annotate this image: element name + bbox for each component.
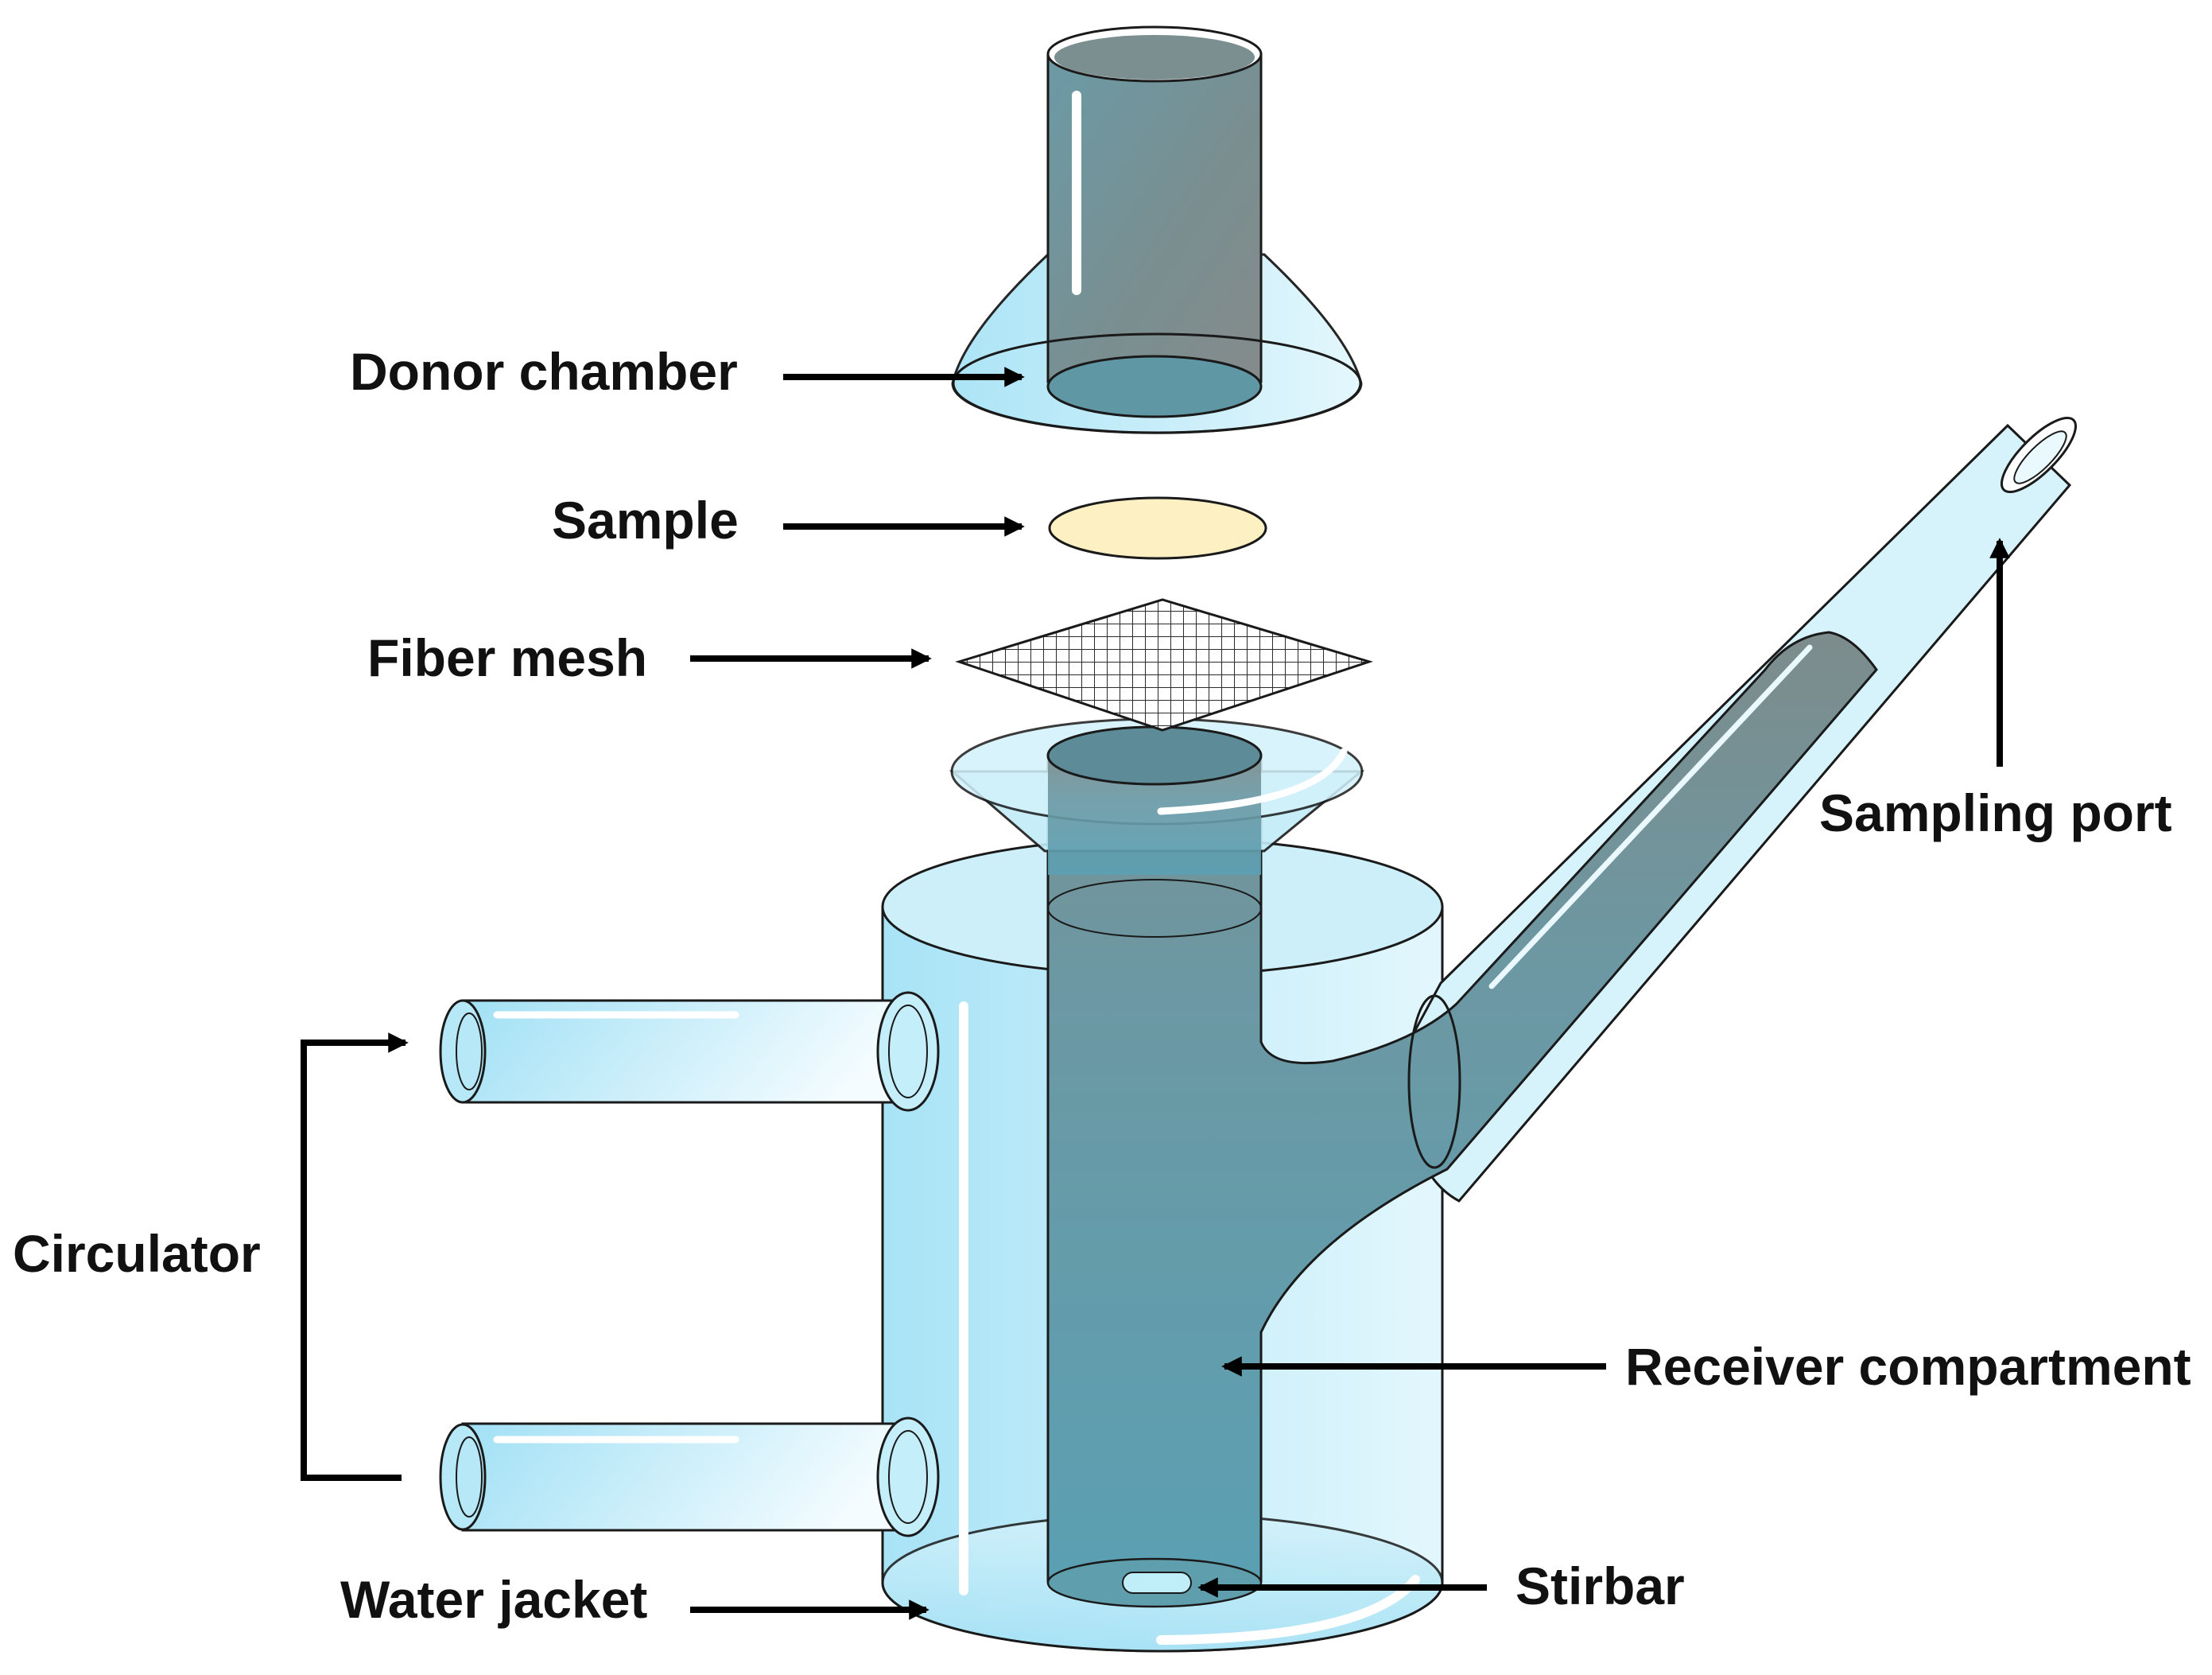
label-sampling-port: Sampling port <box>1819 783 2172 842</box>
arrow-circulator <box>301 1032 409 1481</box>
label-circulator: Circulator <box>13 1224 261 1283</box>
label-water-jacket: Water jacket <box>340 1570 647 1629</box>
label-receiver-compartment: Receiver compartment <box>1625 1337 2191 1396</box>
label-sample: Sample <box>552 491 739 550</box>
circulator-tube-lower <box>439 1417 940 1537</box>
fiber-mesh <box>955 598 1373 732</box>
donor-chamber <box>951 25 1363 434</box>
label-donor-chamber: Donor chamber <box>350 342 738 401</box>
label-fiber-mesh: Fiber mesh <box>367 628 647 687</box>
circulator-tube-upper <box>439 991 940 1112</box>
arrows <box>301 367 2010 1620</box>
label-stirbar: Stirbar <box>1515 1556 1685 1615</box>
stirbar <box>1046 1557 1263 1608</box>
sample-disc <box>1048 496 1267 560</box>
